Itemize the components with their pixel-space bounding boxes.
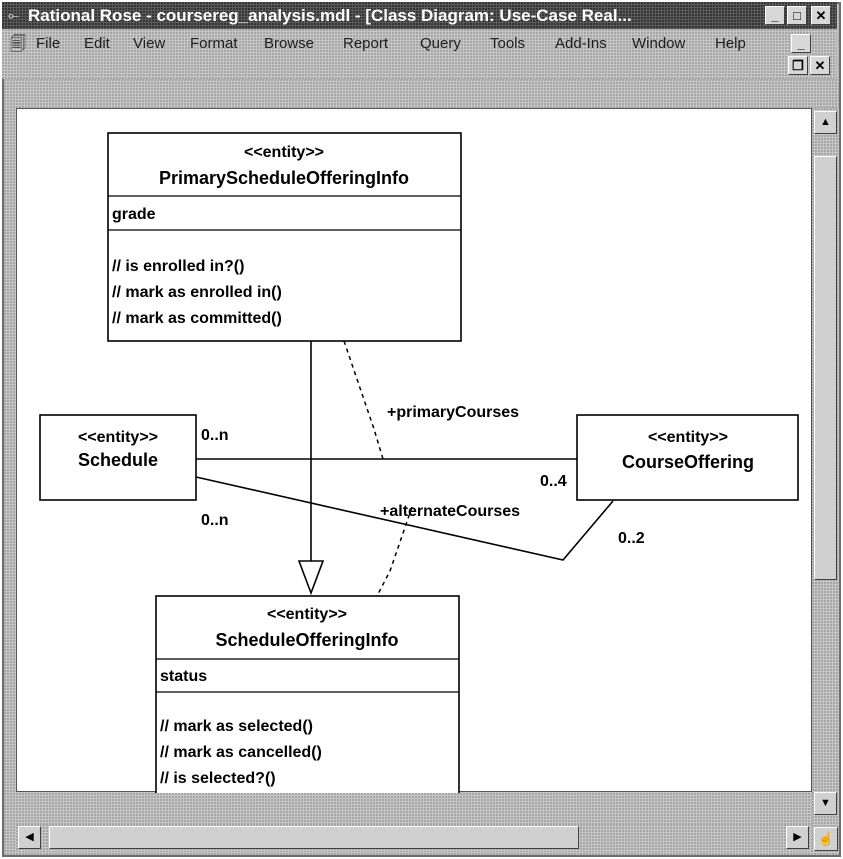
class-operation: // mark as selected() <box>160 718 313 735</box>
class-stereotype: <<entity>> <box>244 144 324 161</box>
minimize-icon[interactable]: _ <box>765 6 785 25</box>
child-minimize-icon[interactable]: _ <box>791 34 811 53</box>
multiplicity-schedule-alternate: 0..n <box>201 512 229 529</box>
vertical-scrollbar[interactable]: ▲ ▼ <box>812 108 839 826</box>
class-operation: // mark as committed() <box>112 310 282 327</box>
class-schedule[interactable]: <<entity>> Schedule <box>39 414 197 501</box>
alternate-courses-association[interactable] <box>195 476 614 561</box>
menu-view[interactable]: View <box>133 35 166 52</box>
role-primary-courses: +primaryCourses <box>387 404 519 421</box>
association-class-link-alternate <box>376 506 413 597</box>
class-name: Schedule <box>78 450 158 470</box>
document-icon[interactable]: 🗐 <box>10 36 26 53</box>
horizontal-scroll-thumb[interactable] <box>49 826 579 849</box>
menu-format[interactable]: Format <box>190 35 238 52</box>
class-course-offering[interactable]: <<entity>> CourseOffering <box>576 414 799 501</box>
class-operation: // is enrolled in?() <box>112 258 244 275</box>
menu-query[interactable]: Query <box>420 35 461 52</box>
class-diagram: <<entity>> PrimaryScheduleOfferingInfo g… <box>39 132 799 803</box>
menu-tools[interactable]: Tools <box>490 35 526 52</box>
class-operation: // mark as cancelled() <box>160 744 322 761</box>
class-name: ScheduleOfferingInfo <box>215 630 398 650</box>
menu-browse[interactable]: Browse <box>264 35 315 52</box>
class-stereotype: <<entity>> <box>648 429 728 446</box>
association-class-link-primary <box>343 340 384 460</box>
scroll-right-icon[interactable]: ▶ <box>786 826 809 849</box>
class-stereotype: <<entity>> <box>78 429 158 446</box>
multiplicity-course-primary: 0..4 <box>540 473 567 490</box>
maximize-icon[interactable]: □ <box>787 6 807 25</box>
class-attribute: status <box>160 668 207 685</box>
class-name: CourseOffering <box>622 452 754 472</box>
menu-report[interactable]: Report <box>343 35 389 52</box>
scroll-up-icon[interactable]: ▲ <box>814 111 837 134</box>
horizontal-scrollbar[interactable]: ◀ ▶ <box>16 824 812 851</box>
menu-edit[interactable]: Edit <box>84 35 110 52</box>
class-attribute: grade <box>112 206 156 223</box>
close-icon[interactable]: ✕ <box>811 6 831 25</box>
class-stereotype: <<entity>> <box>267 606 347 623</box>
child-close-icon[interactable]: ✕ <box>810 56 830 75</box>
menu-add-ins[interactable]: Add-Ins <box>555 35 607 52</box>
hand-cursor-icon: ☝ <box>814 827 838 851</box>
generalization-arrowhead <box>297 560 325 596</box>
diagram-canvas[interactable]: <<entity>> PrimaryScheduleOfferingInfo g… <box>16 108 812 803</box>
class-operation: // mark as enrolled in() <box>112 284 282 301</box>
multiplicity-course-alternate: 0..2 <box>618 530 645 547</box>
menu-window[interactable]: Window <box>632 35 686 52</box>
class-name: PrimaryScheduleOfferingInfo <box>159 168 409 188</box>
menu-bar: 🗐 File Edit View Format Browse Report Qu… <box>2 29 837 79</box>
menu-file[interactable]: File <box>36 35 61 52</box>
title-bar[interactable]: ⟜ Rational Rose - coursereg_analysis.mdl… <box>2 2 837 29</box>
class-operation: // is selected?() <box>160 770 276 787</box>
rose-app-icon[interactable]: ⟜ <box>8 7 20 23</box>
scroll-down-icon[interactable]: ▼ <box>814 792 837 815</box>
vertical-scroll-thumb[interactable] <box>814 156 837 580</box>
child-restore-icon[interactable]: ❐ <box>788 56 808 75</box>
scroll-left-icon[interactable]: ◀ <box>18 826 41 849</box>
role-alternate-courses: +alternateCourses <box>380 503 520 520</box>
class-primary-schedule-offering-info[interactable]: <<entity>> PrimaryScheduleOfferingInfo g… <box>107 132 462 342</box>
class-schedule-offering-info[interactable]: <<entity>> ScheduleOfferingInfo status /… <box>155 595 460 803</box>
window-title: Rational Rose - coursereg_analysis.mdl -… <box>28 6 632 25</box>
menu-help[interactable]: Help <box>715 35 746 52</box>
multiplicity-schedule-primary: 0..n <box>201 427 229 444</box>
